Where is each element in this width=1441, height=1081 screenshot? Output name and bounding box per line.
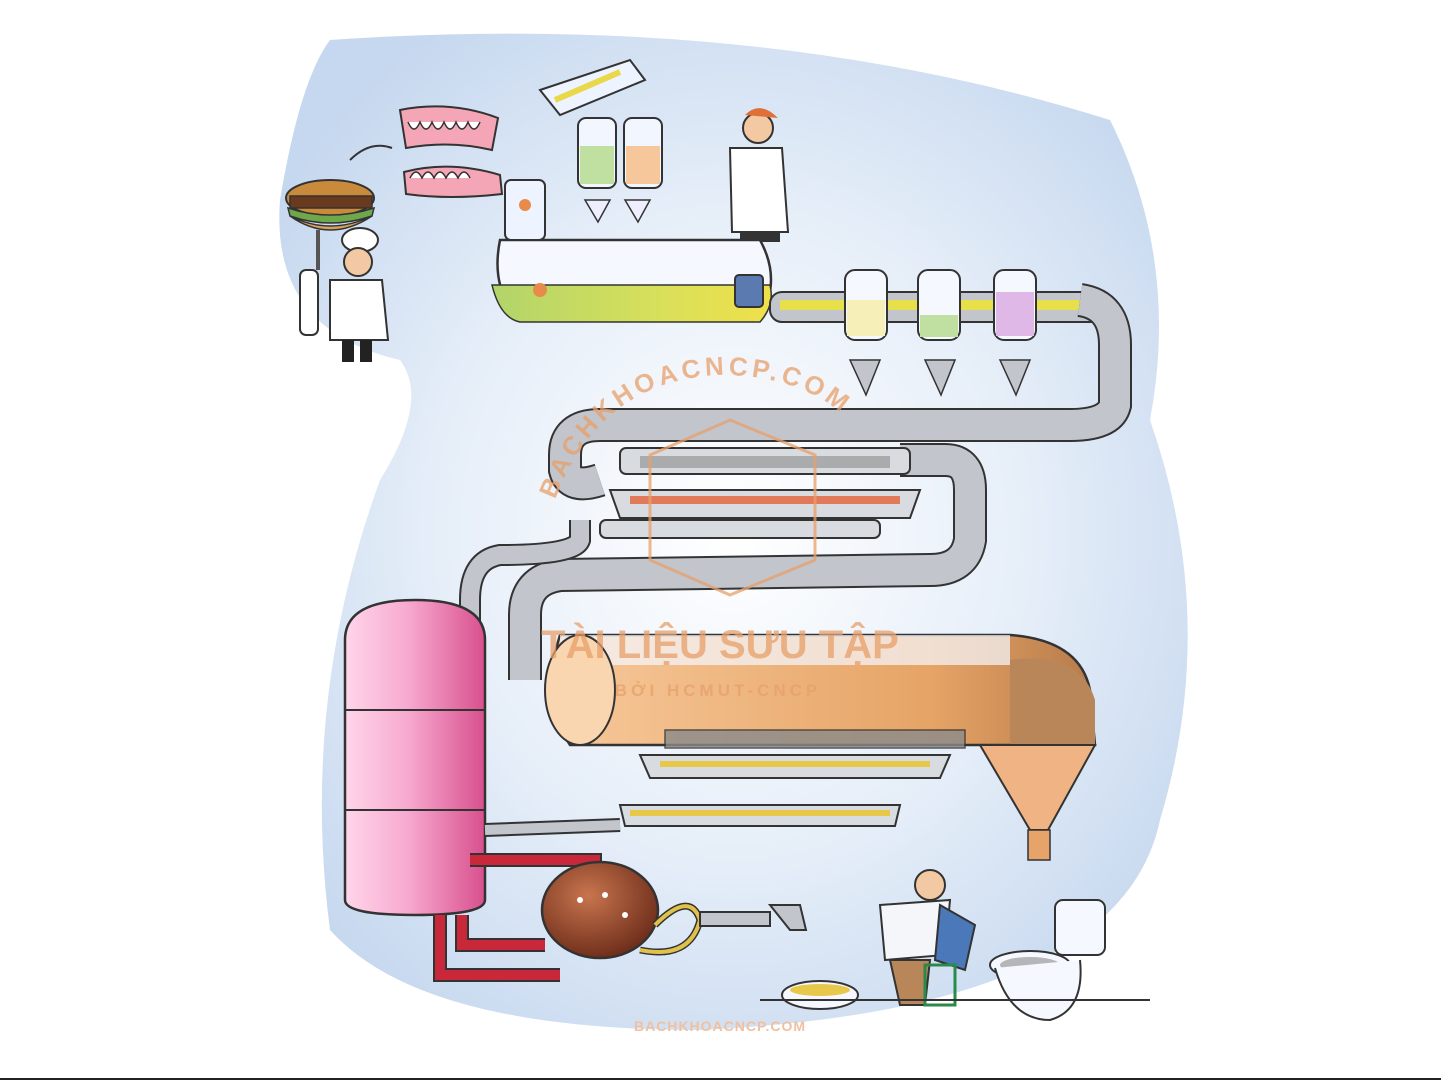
watermark-footer-text: BACHKHOACNCP.COM — [634, 1018, 806, 1034]
watermark-sub-text: BỞI HCMUT-CNCP — [615, 681, 822, 700]
bottom-border — [0, 1078, 1441, 1080]
enzyme-bottles — [845, 270, 1036, 395]
absorption-trays — [600, 448, 920, 538]
watermark-main-text: TÀI LIỆU SƯU TẬP — [541, 621, 899, 667]
